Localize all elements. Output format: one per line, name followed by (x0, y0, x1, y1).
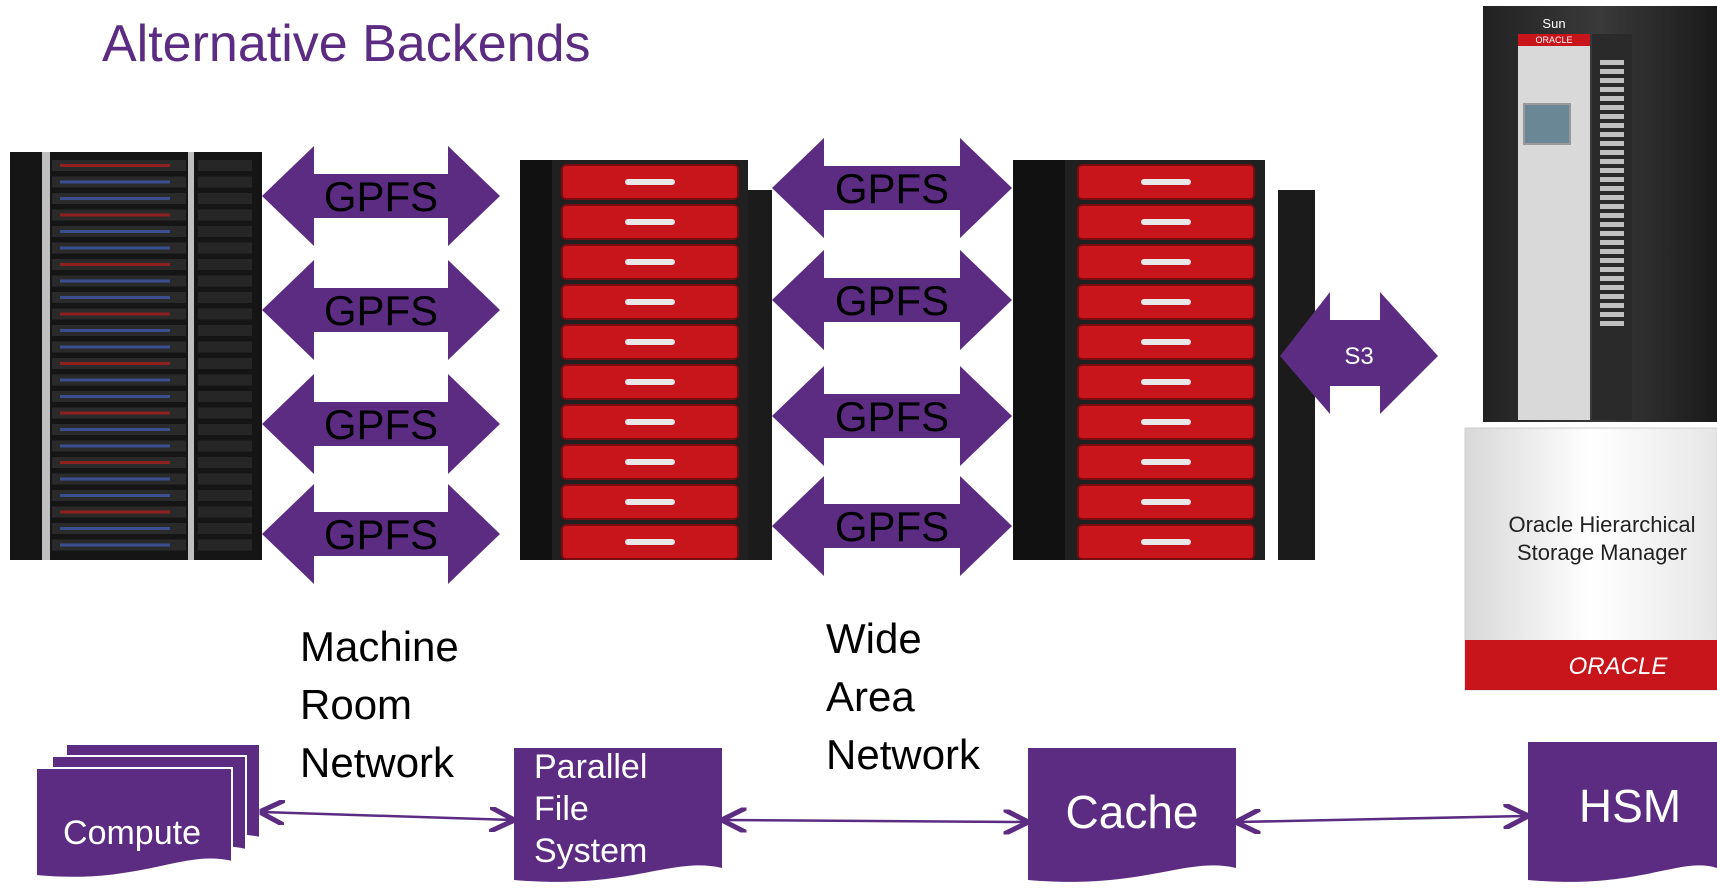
connector-compute-pfs (262, 812, 512, 820)
gpfs-label: GPFS (324, 401, 438, 448)
cache-label: Cache (1066, 786, 1199, 838)
gpfs-arrow-right-3: GPFS (772, 366, 1012, 466)
parallel-fs-line-3: System (534, 832, 647, 870)
wide-area-line-3: Network (826, 731, 981, 778)
svg-text:Sun: Sun (1542, 16, 1565, 31)
connector-pfs-cache (724, 820, 1026, 822)
gpfs-arrow-right-2: GPFS (772, 250, 1012, 350)
gpfs-label: GPFS (835, 165, 949, 212)
compute-node: Compute (35, 743, 261, 879)
box-text-line-2: Storage Manager (1517, 540, 1687, 565)
page-title: Alternative Backends (102, 15, 591, 73)
gpfs-label: GPFS (324, 511, 438, 558)
box-text-line-1: Oracle Hierarchical (1508, 512, 1695, 537)
gpfs-arrow-left-4: GPFS (262, 484, 500, 584)
gpfs-label: GPFS (835, 503, 949, 550)
gpfs-arrow-left-2: GPFS (262, 260, 500, 360)
gpfs-label: GPFS (324, 287, 438, 334)
gpfs-arrow-left-3: GPFS (262, 374, 500, 474)
gpfs-arrow-right-4: GPFS (772, 476, 1012, 576)
storage-rack-photo (1013, 145, 1315, 560)
tape-library-photo: ORACLE Sun (1483, 6, 1717, 422)
software-box-photo: Oracle Hierarchical Storage Manager ORAC… (1464, 427, 1717, 691)
server-rack-photo (10, 152, 262, 560)
wide-area-network-label: Wide Area Network (826, 610, 980, 784)
parallel-fs-line-1: Parallel (534, 748, 647, 786)
wide-area-line-1: Wide (826, 615, 922, 662)
machine-room-line-2: Room (300, 681, 413, 728)
machine-room-network-label: Machine Room Network (300, 618, 459, 792)
machine-room-line-1: Machine (300, 623, 459, 670)
svg-text:ORACLE: ORACLE (1535, 35, 1572, 45)
hsm-node: HSM (1528, 742, 1717, 882)
compute-label: Compute (63, 814, 201, 852)
box-brand: ORACLE (1569, 653, 1669, 680)
machine-room-line-3: Network (300, 739, 455, 786)
connector-cache-hsm (1238, 816, 1526, 822)
parallel-fs-line-2: File (534, 790, 589, 828)
gpfs-label: GPFS (324, 173, 438, 220)
gpfs-label: GPFS (835, 277, 949, 324)
cache-node: Cache (1028, 748, 1236, 882)
parallel-fs-node: Parallel File System (514, 748, 722, 882)
s3-label: S3 (1344, 343, 1373, 370)
storage-rack-photo (500, 145, 772, 560)
hsm-label: HSM (1579, 780, 1681, 832)
wide-area-line-2: Area (826, 673, 915, 720)
s3-arrow: S3 (1280, 292, 1438, 414)
gpfs-arrow-right-1: GPFS (772, 138, 1012, 238)
gpfs-label: GPFS (835, 393, 949, 440)
gpfs-arrow-left-1: GPFS (262, 146, 500, 246)
